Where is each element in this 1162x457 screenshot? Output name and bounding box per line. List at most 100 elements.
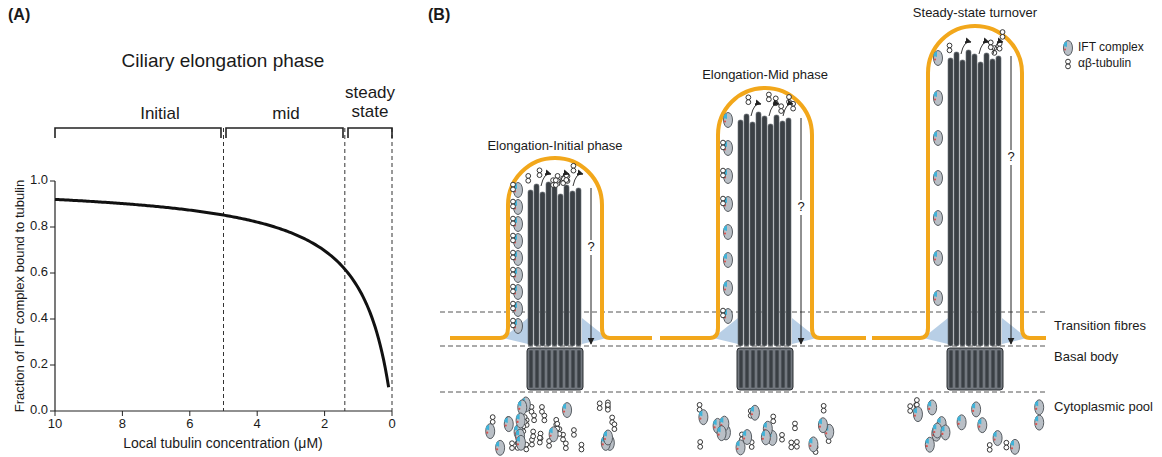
y-tick <box>50 227 55 228</box>
tip-tubulin <box>1000 30 1005 40</box>
x-tick <box>324 411 325 416</box>
x-tick <box>392 411 393 416</box>
pool-ift <box>818 418 827 433</box>
basal-body-triplet <box>529 350 533 388</box>
text-label: 6 <box>186 417 193 432</box>
pool-ift <box>1010 439 1019 454</box>
basal-body-triplet <box>745 350 749 388</box>
question-mark: ? <box>586 240 595 255</box>
pool-tubulin <box>698 440 703 450</box>
pool-tubulin <box>914 398 919 408</box>
axoneme-doublet <box>768 124 773 346</box>
pool-tubulin <box>793 421 798 431</box>
axoneme-doublet <box>762 116 767 346</box>
axoneme-doublet <box>576 188 581 346</box>
pool-tubulin <box>572 428 577 438</box>
basal-body-triplet <box>985 350 989 388</box>
tubulin-cargo <box>511 301 516 311</box>
y-tick <box>50 365 55 366</box>
pool-ift <box>504 417 513 432</box>
text-label: mid <box>272 104 299 124</box>
text-label: 4 <box>254 417 261 432</box>
legend-text: αβ-tubulin <box>1078 57 1131 71</box>
tip-tubulin <box>526 174 531 184</box>
axoneme-doublet <box>948 58 953 346</box>
tip-tubulin <box>746 95 751 105</box>
axoneme-doublet <box>528 190 533 346</box>
tip-tubulin <box>779 104 784 114</box>
retrograde-arrow <box>591 188 592 344</box>
basal-body <box>947 348 1003 390</box>
basal-body-triplet <box>997 350 1001 388</box>
axoneme-doublet <box>972 54 977 346</box>
x-tick <box>189 411 190 416</box>
chart <box>50 128 392 416</box>
basal-body-triplet <box>991 350 995 388</box>
phase-divider <box>392 128 393 411</box>
text-label: (A) <box>8 6 30 24</box>
cilia-panel <box>440 26 1073 455</box>
pool-tubulin <box>794 440 799 450</box>
x-tick <box>55 411 56 416</box>
axoneme-doublet <box>744 114 749 346</box>
basal-body-triplet <box>739 350 743 388</box>
pool-tubulin <box>537 435 542 445</box>
basal-body <box>737 348 793 390</box>
text-label: Local tubulin concentration (μM) <box>123 435 323 451</box>
tubulin-addition-arrow <box>541 174 551 186</box>
axoneme-doublet <box>960 60 965 346</box>
tubulin-cargo <box>721 196 726 206</box>
pool-ift <box>941 425 950 440</box>
tip-tubulin <box>988 40 993 50</box>
axoneme-doublet <box>558 194 563 346</box>
ift-train <box>934 251 943 266</box>
axoneme-doublet <box>954 52 959 346</box>
text-label: Basal body <box>1054 350 1118 365</box>
tubulin-addition-arrow <box>769 104 779 116</box>
phase-bracket <box>348 128 392 138</box>
pool-tubulin <box>771 414 776 424</box>
pool-ift <box>518 400 527 415</box>
text-label: steady state <box>339 84 401 121</box>
phase-bracket <box>226 128 343 138</box>
pool-ift <box>925 437 934 452</box>
basal-body-triplet <box>769 350 773 388</box>
pool-tubulin <box>605 403 610 413</box>
pool-ift <box>563 403 572 418</box>
binding-curve <box>55 199 389 387</box>
tubulin-cargo <box>721 140 726 150</box>
legend-ift-icon <box>1064 41 1073 56</box>
retrograde-arrow <box>1011 56 1012 344</box>
pool-ift <box>978 418 987 433</box>
tubulin-cargo <box>511 233 516 243</box>
basal-body-triplet <box>757 350 761 388</box>
axoneme-doublet <box>546 182 551 346</box>
text-label: Transition fibres <box>1054 319 1146 334</box>
question-mark: ? <box>796 200 805 215</box>
pool-ift <box>913 407 922 422</box>
axoneme-doublet <box>750 122 755 346</box>
axoneme-doublet <box>540 192 545 346</box>
axoneme-doublet <box>780 121 785 346</box>
tubulin-cargo <box>511 284 516 294</box>
axoneme-doublet <box>570 191 575 346</box>
question-mark: ? <box>1006 150 1015 165</box>
basal-body-triplet <box>547 350 551 388</box>
pool-ift <box>486 424 495 439</box>
pool-tubulin <box>597 401 602 411</box>
pool-ift <box>1035 400 1044 415</box>
ift-train <box>934 91 943 106</box>
pool-tubulin <box>563 441 568 451</box>
tubulin-addition-arrow <box>751 104 761 116</box>
pool-tubulin <box>1004 440 1009 450</box>
phase-divider <box>223 128 224 411</box>
pool-tubulin <box>490 415 495 425</box>
pool-tubulin <box>542 413 547 423</box>
tubulin-addition-arrow <box>993 42 1003 54</box>
y-tick <box>50 273 55 274</box>
axoneme-doublet <box>978 62 983 346</box>
axoneme-doublet <box>738 120 743 346</box>
basal-body-triplet <box>763 350 767 388</box>
pool-ift <box>717 426 726 441</box>
tip-tubulin <box>537 168 542 178</box>
